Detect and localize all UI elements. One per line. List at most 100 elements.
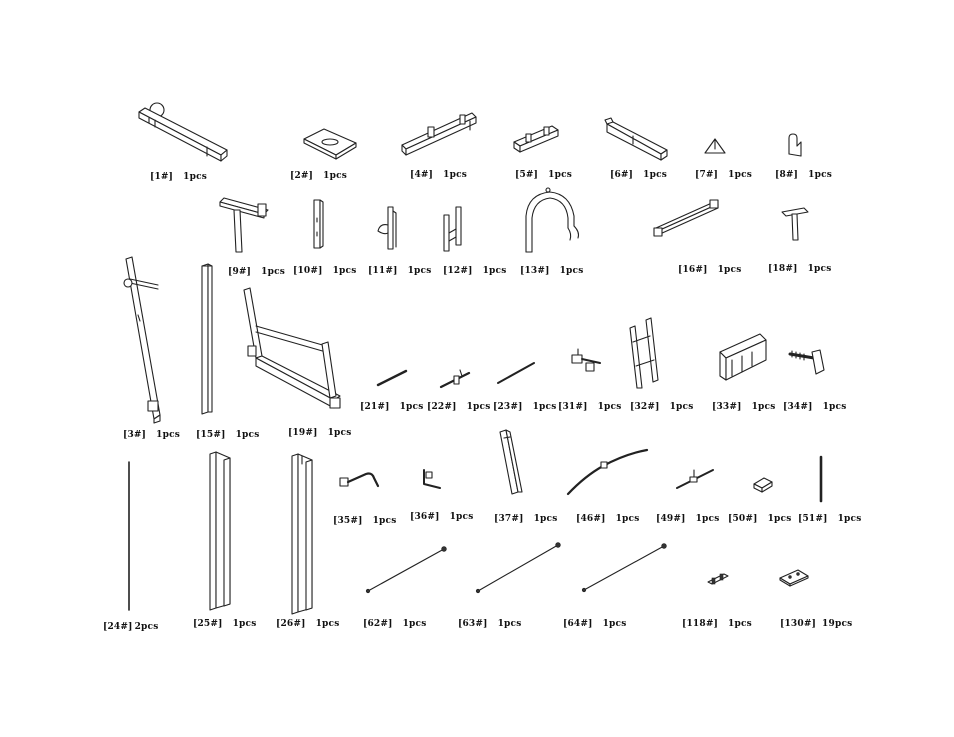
part-11-drawing bbox=[374, 205, 404, 253]
part-35-drawing bbox=[338, 468, 382, 492]
part-37-drawing bbox=[498, 428, 524, 498]
part-qty: 1pcs bbox=[443, 170, 468, 180]
part-18-drawing bbox=[780, 206, 810, 242]
part-qty: 1pcs bbox=[402, 619, 427, 629]
part-code: [63#] bbox=[458, 619, 488, 629]
part-36-drawing bbox=[418, 464, 444, 492]
part-qty: 2pcs bbox=[134, 622, 159, 632]
part-34-drawing bbox=[788, 346, 828, 376]
part-19-label: [19#] 1pcs bbox=[288, 428, 352, 438]
part-code: [3#] bbox=[123, 430, 147, 440]
part-4-drawing bbox=[400, 105, 480, 160]
part-code: [9#] bbox=[228, 267, 252, 277]
part-2-drawing bbox=[300, 125, 360, 160]
part-code: [13#] bbox=[520, 266, 550, 276]
part-33-label: [33#] 1pcs bbox=[712, 402, 776, 412]
part-code: [49#] bbox=[656, 514, 686, 524]
part-130-label: [130#]19pcs bbox=[780, 619, 852, 629]
part-qty: 1pcs bbox=[767, 514, 792, 524]
part-3-drawing bbox=[118, 255, 168, 425]
part-31-drawing bbox=[568, 347, 604, 375]
part-code: [10#] bbox=[293, 266, 323, 276]
part-7-label: [7#]1pcs bbox=[695, 170, 752, 180]
part-34-label: [34#]1pcs bbox=[783, 402, 847, 412]
part-118-label: [118#] 1pcs bbox=[682, 619, 752, 629]
part-25-label: [25#]1pcs bbox=[193, 619, 257, 629]
part-code: [2#] bbox=[290, 171, 314, 181]
part-code: [37#] bbox=[494, 514, 524, 524]
part-qty: 1pcs bbox=[728, 619, 752, 629]
part-qty: 1pcs bbox=[669, 402, 694, 412]
part-code: [62#] bbox=[363, 619, 393, 629]
part-code: [5#] bbox=[515, 170, 539, 180]
part-23-drawing bbox=[495, 360, 537, 386]
part-16-label: [16#] 1pcs bbox=[678, 265, 742, 275]
part-7-drawing bbox=[703, 137, 727, 157]
part-8-label: [8#] 1pcs bbox=[775, 170, 832, 180]
part-qty: 1pcs bbox=[449, 512, 474, 522]
part-code: [11#] bbox=[368, 266, 398, 276]
part-qty: 1pcs bbox=[807, 264, 832, 274]
part-qty: 1pcs bbox=[327, 428, 352, 438]
part-23-label: [23#] 1pcs bbox=[493, 402, 557, 412]
part-qty: 1pcs bbox=[332, 266, 357, 276]
part-qty: 1pcs bbox=[559, 266, 584, 276]
part-code: [118#] bbox=[682, 619, 719, 629]
part-51-label: [51#]1pcs bbox=[798, 514, 862, 524]
part-9-drawing bbox=[218, 196, 273, 256]
part-code: [31#] bbox=[558, 402, 588, 412]
part-2-label: [2#]1pcs bbox=[290, 171, 347, 181]
part-code: [130#] bbox=[780, 619, 817, 629]
part-63-drawing bbox=[474, 541, 562, 595]
part-10-drawing bbox=[310, 198, 326, 250]
part-46-label: [46#]1pcs bbox=[576, 514, 640, 524]
part-code: [19#] bbox=[288, 428, 318, 438]
part-code: [1#] bbox=[150, 172, 174, 182]
part-12-label: [12#]1pcs bbox=[443, 266, 507, 276]
part-49-drawing bbox=[674, 466, 716, 492]
part-code: [23#] bbox=[493, 402, 523, 412]
part-1-drawing bbox=[135, 100, 235, 165]
part-qty: 1pcs bbox=[643, 170, 668, 180]
part-32-drawing bbox=[628, 317, 664, 390]
part-code: [6#] bbox=[610, 170, 634, 180]
part-10-label: [10#] 1pcs bbox=[293, 266, 357, 276]
part-62-label: [62#] 1pcs bbox=[363, 619, 427, 629]
part-19-drawing bbox=[240, 286, 355, 416]
part-code: [8#] bbox=[775, 170, 799, 180]
part-code: [64#] bbox=[563, 619, 593, 629]
part-130-drawing bbox=[778, 568, 810, 588]
part-qty: 1pcs bbox=[751, 402, 776, 412]
part-qty: 1pcs bbox=[232, 619, 257, 629]
part-qty: 1pcs bbox=[695, 514, 720, 524]
part-code: [7#] bbox=[695, 170, 719, 180]
part-qty: 1pcs bbox=[315, 619, 340, 629]
part-qty: 1pcs bbox=[183, 172, 208, 182]
part-qty: 1pcs bbox=[156, 430, 181, 440]
part-qty: 1pcs bbox=[235, 430, 260, 440]
part-code: [4#] bbox=[410, 170, 434, 180]
part-50-drawing bbox=[752, 476, 774, 494]
part-qty: 1pcs bbox=[466, 402, 491, 412]
part-code: [24#] bbox=[103, 622, 133, 632]
part-32-label: [32#]1pcs bbox=[630, 402, 694, 412]
part-code: [51#] bbox=[798, 514, 828, 524]
part-code: [21#] bbox=[360, 402, 390, 412]
part-26-label: [26#]1pcs bbox=[276, 619, 340, 629]
part-code: [35#] bbox=[333, 516, 363, 526]
part-qty: 1pcs bbox=[717, 265, 742, 275]
part-code: [16#] bbox=[678, 265, 708, 275]
part-code: [15#] bbox=[196, 430, 226, 440]
part-51-drawing bbox=[816, 455, 826, 503]
part-code: [36#] bbox=[410, 512, 440, 522]
part-qty: 1pcs bbox=[532, 402, 557, 412]
part-50-label: [50#]1pcs bbox=[728, 514, 792, 524]
part-5-label: [5#]1pcs bbox=[515, 170, 572, 180]
part-qty: 1pcs bbox=[822, 402, 847, 412]
part-qty: 1pcs bbox=[615, 514, 640, 524]
part-qty: 1pcs bbox=[808, 170, 833, 180]
part-4-label: [4#] 1pcs bbox=[410, 170, 467, 180]
part-33-drawing bbox=[716, 330, 768, 382]
part-code: [33#] bbox=[712, 402, 742, 412]
